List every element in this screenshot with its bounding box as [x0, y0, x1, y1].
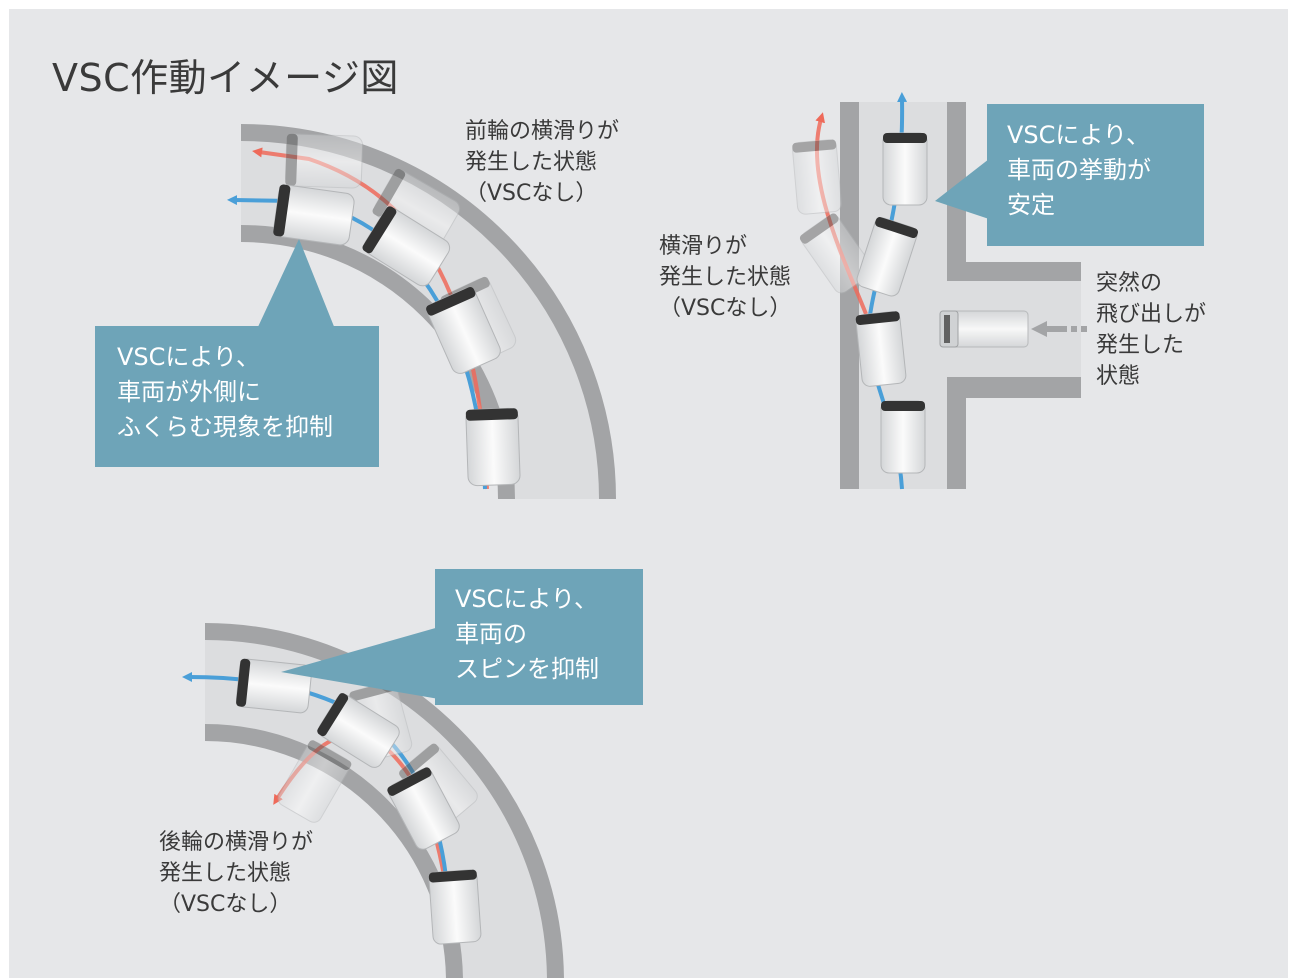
label-junction-slip: 横滑りが 発生した状態 （VSCなし）: [659, 231, 791, 324]
callout-line: VSCにより、: [1007, 121, 1150, 149]
callout-front-vsc: VSCにより、 車両が外側に ふくらむ現象を抑制: [95, 326, 379, 467]
label-line: （VSCなし）: [659, 296, 792, 321]
callout-line: スピンを抑制: [455, 655, 599, 683]
label-line: 横滑りが: [659, 234, 748, 259]
diagram-title: VSC作動イメージ図: [52, 56, 399, 100]
callout-line: ふくらむ現象を抑制: [117, 413, 333, 441]
callout-line: 車両の挙動が: [1007, 156, 1151, 184]
callout-rear-vsc: VSCにより、 車両の スピンを抑制: [435, 569, 643, 705]
label-line: 発生した状態: [465, 150, 598, 175]
cars-junction: [855, 132, 928, 474]
cars-front: [273, 184, 521, 487]
label-rear-slip: 後輪の横滑りが 発生した状態 （VSCなし）: [159, 827, 313, 920]
callout-line: 車両の: [455, 620, 527, 648]
callout-line: 車両が外側に: [117, 378, 261, 406]
label-sudden-obstacle: 突然の 飛び出しが 発生した 状態: [1096, 268, 1206, 392]
illustration: [182, 92, 1087, 978]
label-line: 飛び出しが: [1096, 302, 1207, 327]
label-line: 後輪の横滑りが: [159, 830, 314, 855]
callout-line: 安定: [1007, 191, 1055, 219]
label-line: 突然の: [1096, 271, 1163, 296]
callout-junction-vsc: VSCにより、 車両の挙動が 安定: [987, 104, 1204, 246]
cars-rear: [235, 658, 482, 945]
callout-pointer-junction: [935, 159, 989, 219]
label-line: 前輪の横滑りが: [465, 119, 620, 144]
diagram-canvas: VSC作動イメージ図 前輪の横滑りが 発生した状態 （VSCなし） VSCにより…: [9, 9, 1288, 978]
label-line: （VSCなし）: [465, 181, 598, 206]
callout-pointer-front: [257, 239, 335, 329]
label-front-slip: 前輪の横滑りが 発生した状態 （VSCなし）: [465, 116, 619, 209]
label-line: 状態: [1096, 364, 1141, 389]
callout-line: VSCにより、: [455, 585, 598, 613]
callout-pointer-rear: [281, 627, 439, 699]
ghost-cars-junction: [792, 139, 874, 294]
label-line: 発生した: [1096, 333, 1185, 358]
callout-line: VSCにより、: [117, 343, 260, 371]
label-line: （VSCなし）: [159, 892, 292, 917]
label-line: 発生した状態: [659, 265, 792, 290]
label-line: 発生した状態: [159, 861, 292, 886]
obstacle-vehicle: [939, 310, 1087, 348]
